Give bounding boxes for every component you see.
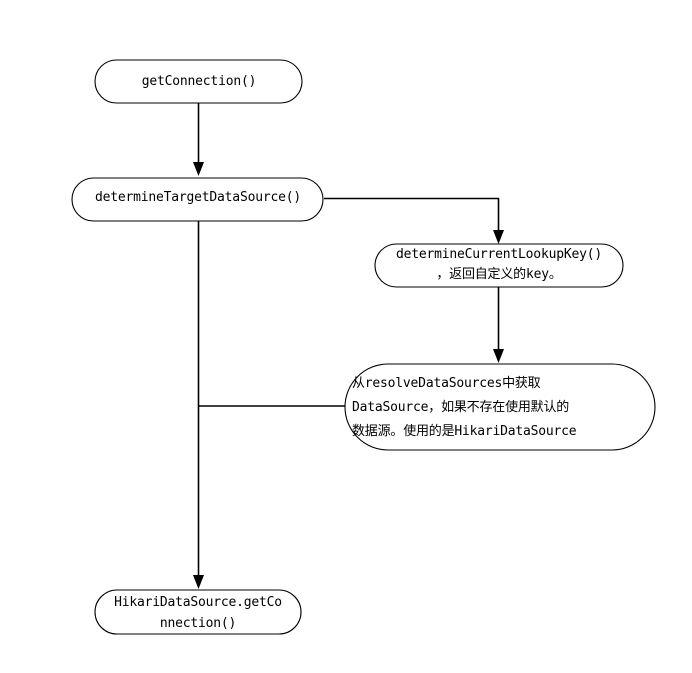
hikari-data-source-get-connection-node[interactable]	[94, 589, 302, 635]
edge-determine-target-to-lookup-key	[324, 197, 504, 244]
determine-current-lookup-key-node[interactable]	[374, 243, 624, 288]
resolve-data-sources-node[interactable]	[344, 363, 656, 451]
edge-determine-target-to-hikari-get-connection	[193, 221, 204, 589]
get-connection-node[interactable]	[94, 59, 303, 104]
determine-target-data-source-node[interactable]	[71, 177, 324, 222]
edge-lookup-key-to-resolve-data-sources	[493, 287, 504, 363]
edge-get-connection-to-determine-target	[193, 103, 204, 176]
